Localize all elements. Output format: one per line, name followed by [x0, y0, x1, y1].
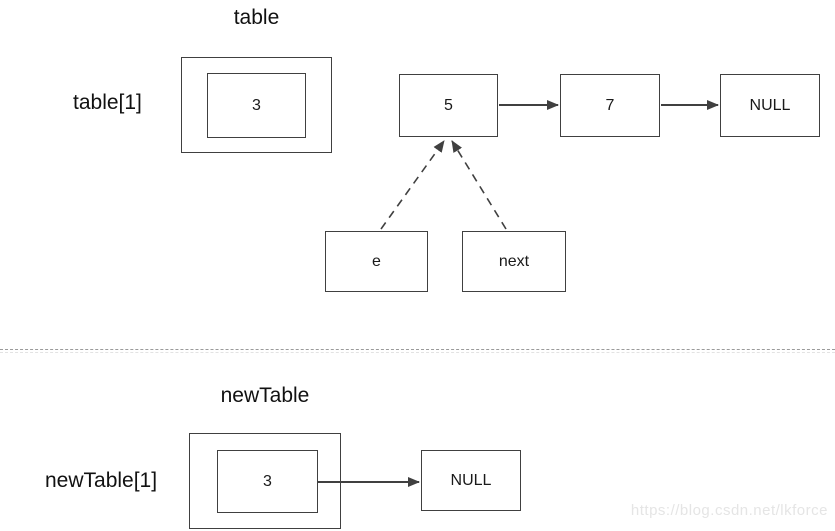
pointer-box-e: e	[325, 231, 428, 292]
pointer-box-next: next	[462, 231, 566, 292]
newtable-entry-node: 3	[217, 450, 318, 513]
list-node-null-bottom: NULL	[421, 450, 521, 511]
table-title: table	[233, 6, 280, 29]
table-entry-node: 3	[207, 73, 306, 138]
section-divider-shadow	[0, 352, 835, 353]
list-node-null-top: NULL	[720, 74, 820, 137]
dashed-arrow-e-to-5	[380, 140, 445, 230]
newtable-bucket-label: newTable[1]	[45, 469, 158, 492]
newtable-title: newTable	[220, 384, 310, 407]
table-bucket-label: table[1]	[73, 91, 142, 114]
watermark-url: https://blog.csdn.net/lkforce	[630, 502, 828, 519]
dashed-arrow-next-to-5	[451, 140, 507, 230]
list-node-5: 5	[399, 74, 498, 137]
list-node-7: 7	[560, 74, 660, 137]
table-array-slot-box	[181, 57, 332, 153]
section-divider	[0, 349, 835, 350]
